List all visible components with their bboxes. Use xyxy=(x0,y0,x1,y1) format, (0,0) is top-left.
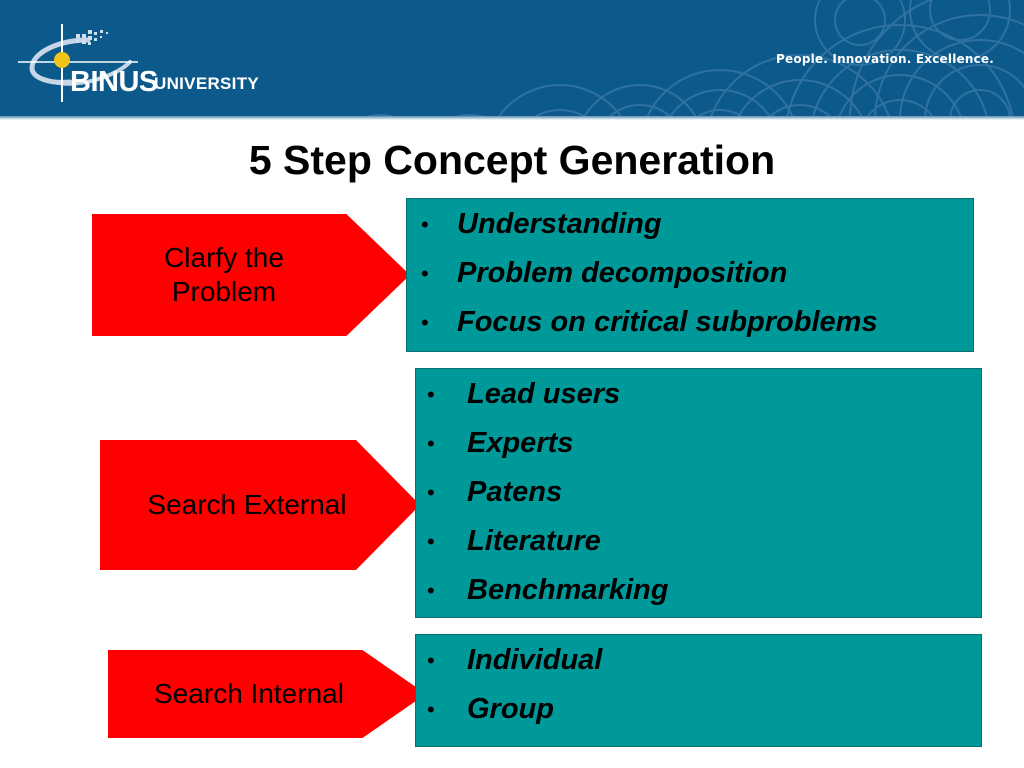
bullet-icon: • xyxy=(427,529,435,554)
bullet-icon: • xyxy=(421,261,429,286)
slide-title: 5 Step Concept Generation xyxy=(248,137,776,183)
list-item: • Problem decomposition xyxy=(421,257,788,289)
step-arrow-search-external: Search External xyxy=(100,440,420,570)
bullet-icon: • xyxy=(427,431,435,456)
list-item: • Understanding xyxy=(421,208,662,240)
bullet-icon: • xyxy=(427,382,435,407)
logo-emblem-icon xyxy=(18,24,138,102)
list-item: • Focus on critical subproblems xyxy=(421,306,878,338)
bullet-icon: • xyxy=(421,212,429,237)
bullet-icon: • xyxy=(427,648,435,673)
bullet-icon: • xyxy=(427,697,435,722)
bullet-icon: • xyxy=(421,310,429,335)
step-panel-search-external: • Lead users • Experts • Patens • Litera… xyxy=(415,368,982,618)
step-label: Clarfy the Problem xyxy=(164,242,284,307)
list-item: • Benchmarking xyxy=(427,574,669,606)
step-panel-search-internal: • Individual • Group xyxy=(415,634,982,747)
logo-wordmark: BINUS xyxy=(70,66,158,98)
bullet-icon: • xyxy=(427,480,435,505)
step-panel-clarify: • Understanding • Problem decomposition … xyxy=(406,198,974,352)
step-label: Search External xyxy=(147,489,347,521)
step-arrow-clarify: Clarfy the Problem xyxy=(92,214,410,336)
header-tagline: People. Innovation. Excellence. xyxy=(776,52,994,66)
step-arrow-search-internal: Search Internal xyxy=(108,650,426,738)
list-item: • Experts xyxy=(427,427,574,459)
header-divider xyxy=(0,116,1024,120)
slide-header: BINUS UNIVERSITY People. Innovation. Exc… xyxy=(0,0,1024,116)
list-item: • Literature xyxy=(427,525,601,557)
bullet-icon: • xyxy=(427,578,435,603)
list-item: • Individual xyxy=(427,644,603,676)
list-item: • Lead users xyxy=(427,378,621,410)
logo-subtext: UNIVERSITY xyxy=(154,74,260,93)
list-item: • Patens xyxy=(427,476,563,508)
list-item: • Group xyxy=(427,693,554,725)
binus-university-logo: BINUS UNIVERSITY xyxy=(18,18,298,102)
header-wave-pattern xyxy=(365,0,1024,116)
step-label: Search Internal xyxy=(154,678,344,710)
